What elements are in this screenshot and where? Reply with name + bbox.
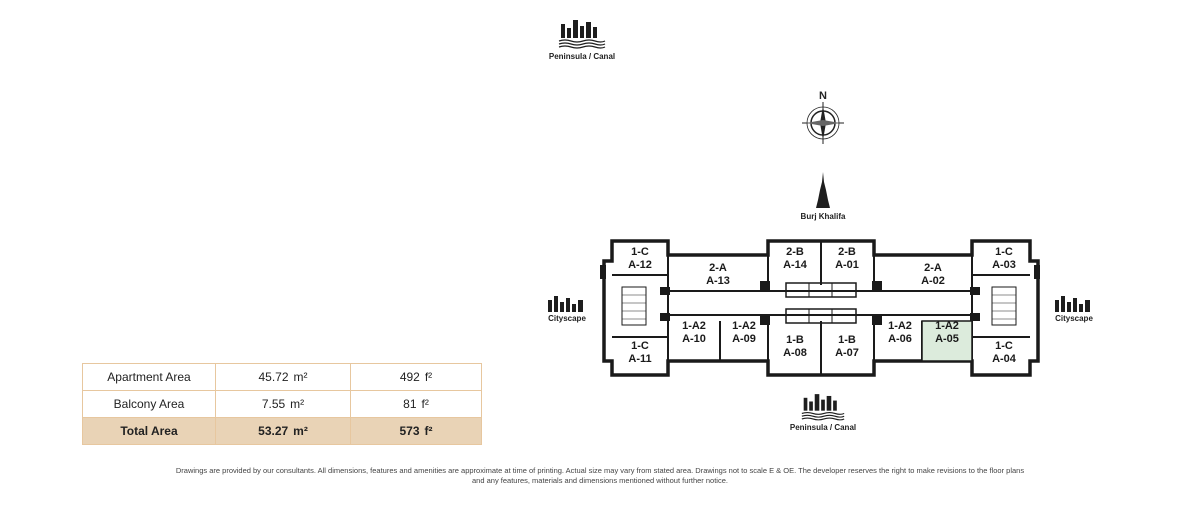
- unit-code-label: A-08: [783, 347, 807, 359]
- unit-code-label: A-14: [783, 259, 808, 271]
- row-label: Apartment Area: [82, 363, 216, 391]
- unit-type-label: 2-B: [786, 246, 804, 258]
- unit-code-label: A-05: [935, 333, 959, 345]
- burj-khalifa-icon: [816, 172, 830, 208]
- unit-code-label: A-10: [682, 333, 706, 345]
- left-skyline-icon: [548, 296, 583, 312]
- disclaimer: Drawings are provided by our consultants…: [30, 466, 1170, 486]
- unit-type-label: 1-B: [786, 334, 804, 346]
- row-label: Balcony Area: [82, 390, 216, 418]
- unit-type-label: 1-A2: [682, 320, 706, 332]
- landmark-label: Burj Khalifa: [800, 212, 846, 221]
- unit-code-label: A-09: [732, 333, 756, 345]
- unit-code-label: A-13: [706, 275, 730, 287]
- view-label-left: Cityscape: [548, 314, 586, 323]
- unit-type-label: 1-B: [838, 334, 856, 346]
- view-label-right: Cityscape: [1055, 314, 1093, 323]
- unit-code-label: A-02: [921, 275, 945, 287]
- bottom-skyline-icon: [801, 394, 845, 421]
- unit-type-label: 1-C: [995, 340, 1013, 352]
- row-label: Total Area: [82, 417, 216, 445]
- right-skyline-icon: [1055, 296, 1090, 312]
- unit-code-label: A-06: [888, 333, 912, 345]
- unit-code-label: A-11: [628, 353, 651, 365]
- view-label-bottom: Peninsula / Canal: [789, 423, 857, 432]
- unit-type-label: 1-C: [631, 340, 649, 352]
- unit-code-label: A-01: [835, 259, 859, 271]
- unit-type-label: 1-C: [995, 246, 1013, 258]
- unit-type-label: 2-A: [709, 262, 727, 274]
- compass-icon: [802, 102, 844, 144]
- unit-code-label: A-12: [628, 259, 652, 271]
- unit-type-label: 1-A2: [935, 320, 959, 332]
- unit-code-label: A-07: [835, 347, 859, 359]
- disclaimer-line-2: and any features, materials and dimensio…: [472, 476, 728, 485]
- unit-highlight: [921, 320, 973, 362]
- compass-north-label: N: [819, 90, 827, 102]
- unit-code-label: A-04: [992, 353, 1017, 365]
- unit-type-label: 1-C: [631, 246, 649, 258]
- unit-type-label: 1-A2: [888, 320, 912, 332]
- unit-type-label: 2-A: [924, 262, 942, 274]
- unit-type-label: 1-A2: [732, 320, 756, 332]
- view-label-top: Peninsula / Canal: [548, 52, 616, 61]
- unit-type-label: 2-B: [838, 246, 856, 258]
- disclaimer-line-1: Drawings are provided by our consultants…: [175, 466, 1025, 475]
- unit-code-label: A-03: [992, 259, 1016, 271]
- top-skyline-icon: [558, 20, 606, 49]
